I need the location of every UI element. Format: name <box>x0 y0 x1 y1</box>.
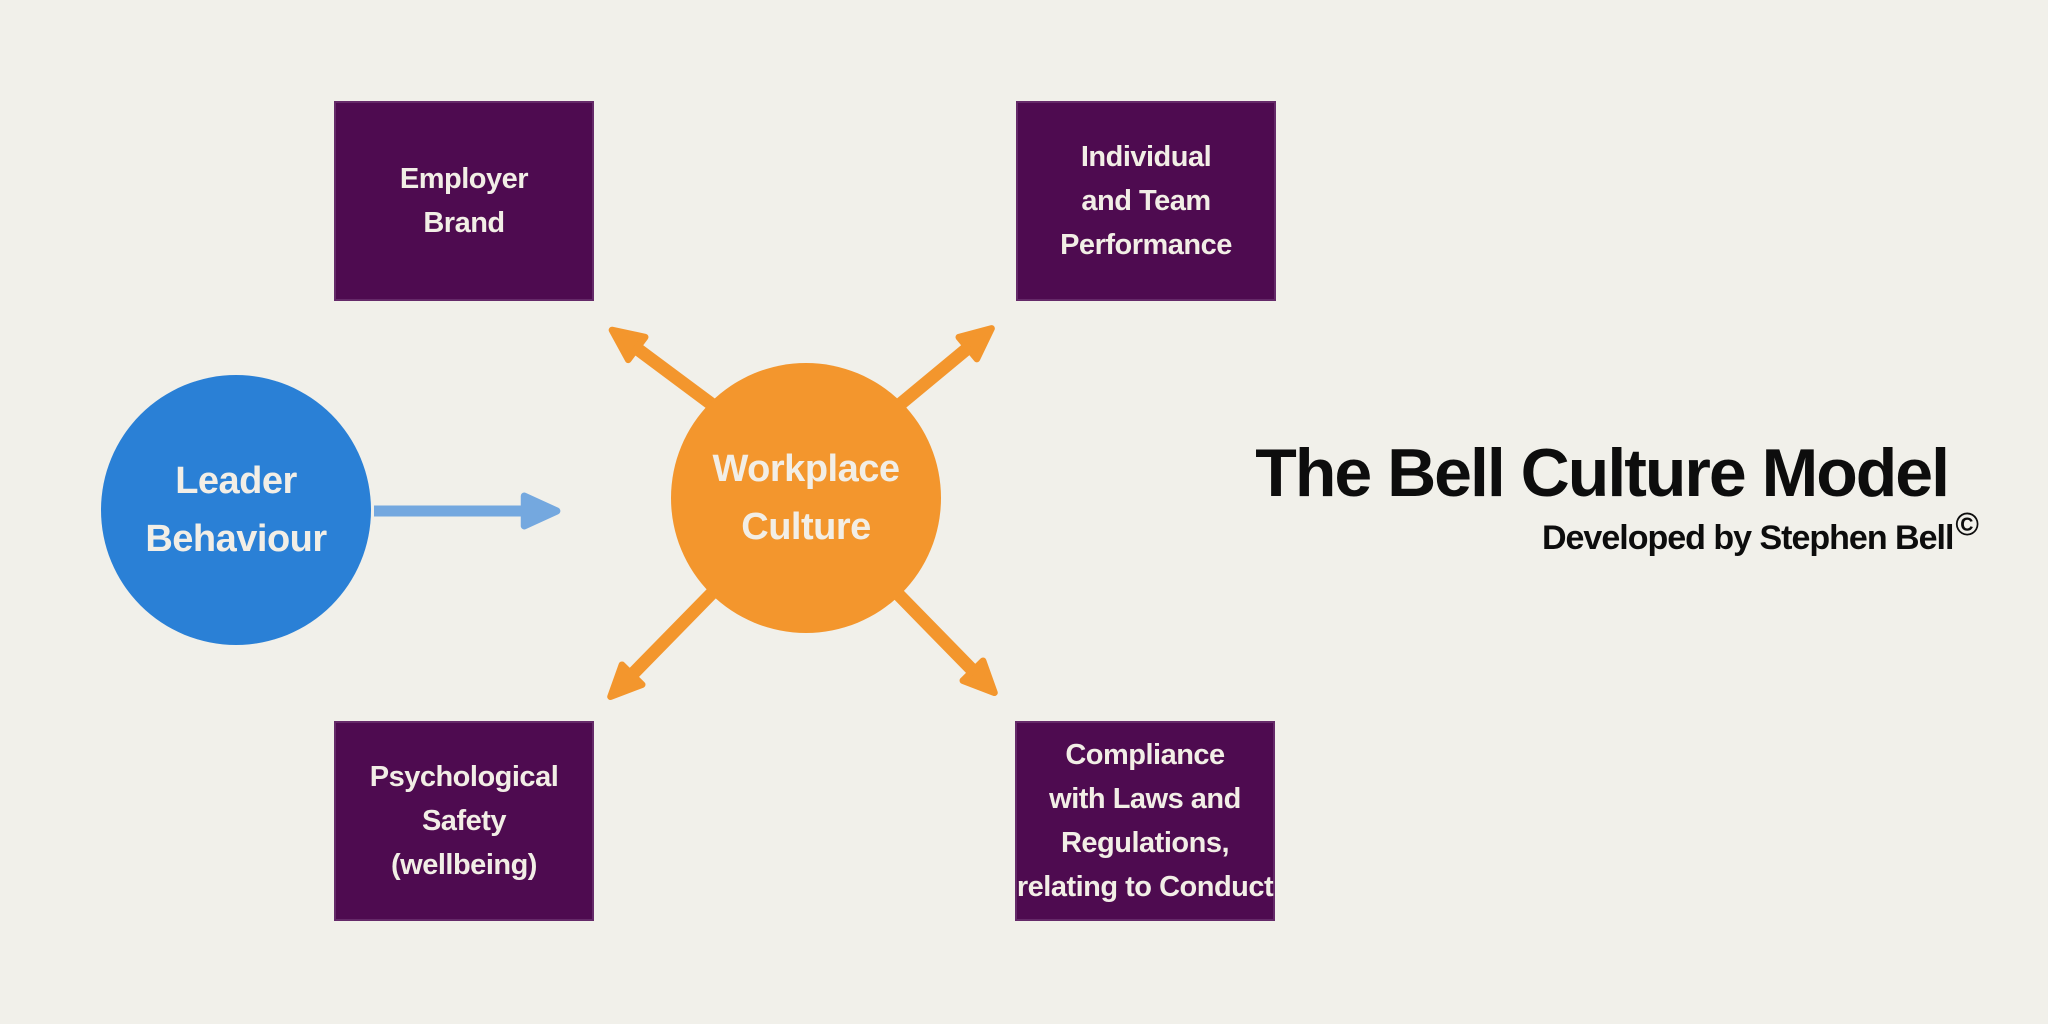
node-label-line: Regulations, <box>1060 827 1230 859</box>
node-label-line: (wellbeing) <box>391 849 537 881</box>
node-label-line: Employer <box>399 163 529 195</box>
node-employer-brand: Employer Brand <box>334 101 594 301</box>
arrow-culture-to-performance <box>893 325 995 412</box>
node-individual-team-performance: Individual and Team Performance <box>1016 101 1276 301</box>
arrow-culture-to-compliance <box>890 586 998 697</box>
node-label-line: Performance <box>1060 229 1232 261</box>
arrow-culture-to-safety <box>607 586 719 701</box>
subtitle: Developed by Stephen Bell© <box>1255 506 1979 558</box>
node-label-line: Compliance <box>1065 739 1225 771</box>
page-title: The Bell Culture Model <box>1255 435 1950 511</box>
node-label-line: Individual <box>1080 141 1212 173</box>
copyright-icon: © <box>1955 506 1979 543</box>
node-label-line: Safety <box>421 805 507 837</box>
node-leader-behaviour: Leader Behaviour <box>101 375 371 645</box>
node-compliance: Compliance with Laws and Regulations, re… <box>1015 721 1275 921</box>
arrow-culture-to-employer-brand <box>608 326 718 412</box>
node-psychological-safety: Psychological Safety (wellbeing) <box>334 721 594 921</box>
node-label-line: Brand <box>423 207 505 239</box>
node-label-line: with Laws and <box>1049 783 1241 815</box>
subtitle-text: Developed by Stephen Bell <box>1541 519 1954 558</box>
node-workplace-culture: Workplace Culture <box>671 363 941 633</box>
node-label-line: Workplace <box>712 448 900 490</box>
node-label-line: Psychological <box>369 761 559 793</box>
title-block: The Bell Culture Model Developed by Step… <box>1255 435 1979 558</box>
node-label-line: Leader <box>175 460 297 502</box>
node-label-line: and Team <box>1081 185 1211 217</box>
node-label-line: Culture <box>741 506 871 548</box>
node-label-line: relating to Conduct <box>1016 871 1274 903</box>
node-label-line: Behaviour <box>145 518 327 560</box>
